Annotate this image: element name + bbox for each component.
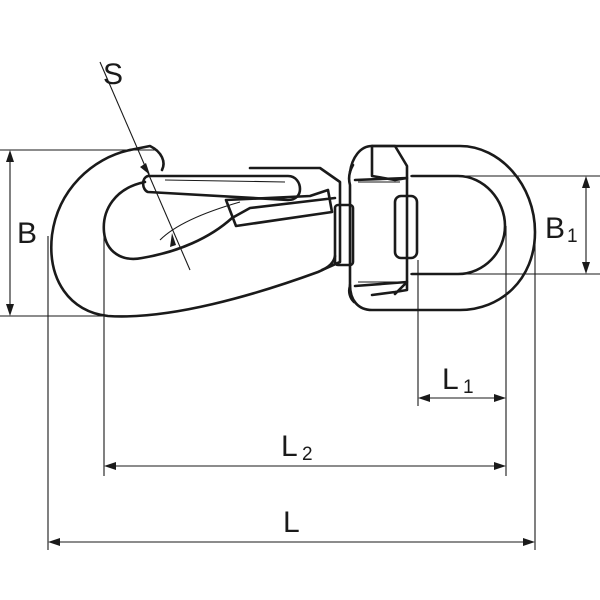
label-l1-sub: 1 — [463, 377, 474, 398]
dim-l2-arrow-right — [494, 462, 506, 470]
dim-l-arrow-right — [523, 538, 535, 546]
dim-l2-arrow-left — [104, 462, 116, 470]
dim-s-arrow-upper — [140, 163, 150, 175]
hook-body — [50, 144, 337, 318]
spring-gate — [141, 166, 342, 272]
label-l2-sub: 2 — [302, 444, 313, 465]
label-b: B — [17, 217, 37, 250]
label-s: S — [103, 58, 123, 91]
dim-l1-arrow-left — [418, 394, 430, 402]
swivel-eye — [348, 144, 537, 312]
dim-l-arrow-left — [48, 538, 60, 546]
dim-s-arrow-lower — [170, 233, 176, 247]
dimension-labels: S B B 1 L 1 L 2 L — [17, 58, 578, 539]
label-b1-sub: 1 — [567, 226, 578, 247]
label-l2-main: L — [281, 430, 298, 463]
dim-l1-arrow-right — [494, 394, 506, 402]
label-b1-main: B — [545, 212, 565, 245]
dim-b1-arrow-bottom — [582, 262, 590, 274]
dimension-lines — [6, 150, 590, 546]
dim-b-arrow-bottom — [6, 304, 14, 316]
extension-lines — [0, 61, 600, 550]
dim-b-arrow-top — [6, 150, 14, 162]
label-l: L — [283, 506, 300, 539]
label-l1-main: L — [442, 363, 459, 396]
dim-b1-arrow-top — [582, 176, 590, 188]
